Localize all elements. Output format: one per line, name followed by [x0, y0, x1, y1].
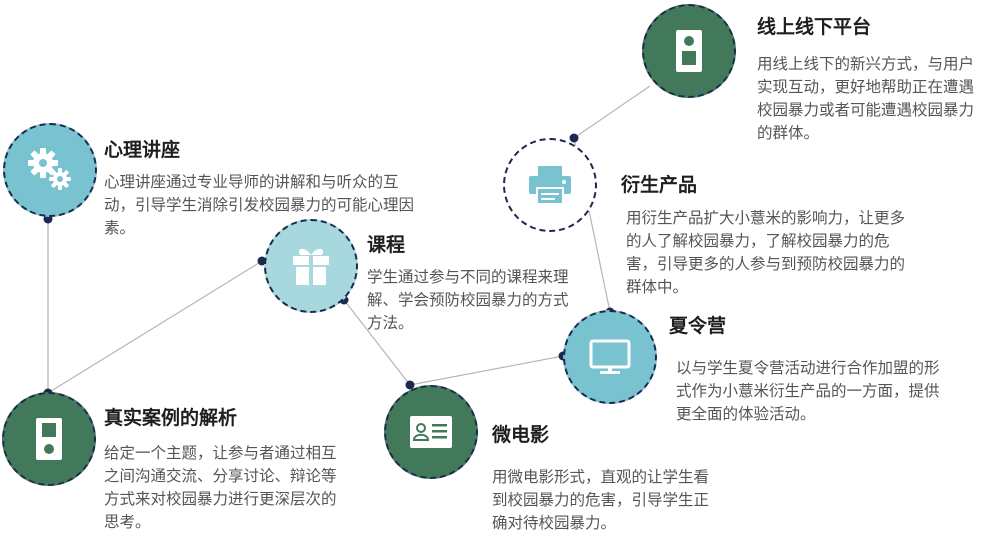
- node-psych-lecture: [3, 123, 97, 217]
- connector-dot: [405, 380, 415, 390]
- node-case-analysis: [2, 392, 96, 486]
- connector-course-film: [343, 299, 411, 386]
- title-micro-film: 微电影: [492, 424, 550, 446]
- connector-film-camp: [409, 355, 564, 386]
- node-micro-film: [384, 385, 478, 479]
- node-online-offline-platform: [642, 4, 736, 98]
- device-icon: [36, 418, 62, 460]
- monitor-icon: [589, 339, 631, 374]
- node-derivative-products: [503, 138, 597, 232]
- title-course: 课程: [367, 234, 406, 256]
- gears-icon: [28, 148, 71, 190]
- title-case-analysis: 真实案例的解析: [104, 407, 238, 429]
- printer-icon: [529, 166, 571, 205]
- connector-case-course: [47, 260, 263, 394]
- desc-psych-lecture: 心理讲座通过专业导师的讲解和与听众的互动，引导学生消除引发校园暴力的可能心理因素…: [104, 173, 415, 237]
- title-derivative-products: 衍生产品: [621, 174, 698, 196]
- device-icon: [676, 30, 702, 72]
- node-summer-camp: [563, 310, 657, 404]
- desc-course: 学生通过参与不同的课程来理解、学会预防校园暴力的方式方法。: [367, 268, 569, 332]
- title-online-offline-platform: 线上线下平台: [757, 16, 872, 38]
- desc-online-offline-platform: 用线上线下的新兴方式，与用户实现互动，更好地帮助正在遭遇校园暴力或者可能遭遇校园…: [757, 55, 975, 142]
- connector-dot: [569, 133, 579, 143]
- title-summer-camp: 夏令营: [669, 315, 727, 337]
- node-course: [264, 219, 358, 313]
- id-card-icon: [410, 416, 452, 448]
- desc-derivative-products: 用衍生产品扩大小薏米的影响力，让更多的人了解校园暴力，了解校园暴力的危害，引导更…: [626, 209, 906, 296]
- desc-micro-film: 用微电影形式，直观的让学生看到校园暴力的危害，引导学生正确对待校园暴力。: [492, 468, 710, 532]
- desc-summer-camp: 以与学生夏令营活动进行合作加盟的形式作为小薏米衍生产品的一方面，提供更全面的体验…: [676, 359, 940, 423]
- title-psych-lecture: 心理讲座: [104, 139, 181, 161]
- gift-box-icon: [293, 248, 329, 285]
- desc-case-analysis: 给定一个主题，让参与者通过相互之间沟通交流、分享讨论、辩论等方式来对校园暴力进行…: [104, 444, 337, 531]
- connector-product-online: [573, 85, 651, 139]
